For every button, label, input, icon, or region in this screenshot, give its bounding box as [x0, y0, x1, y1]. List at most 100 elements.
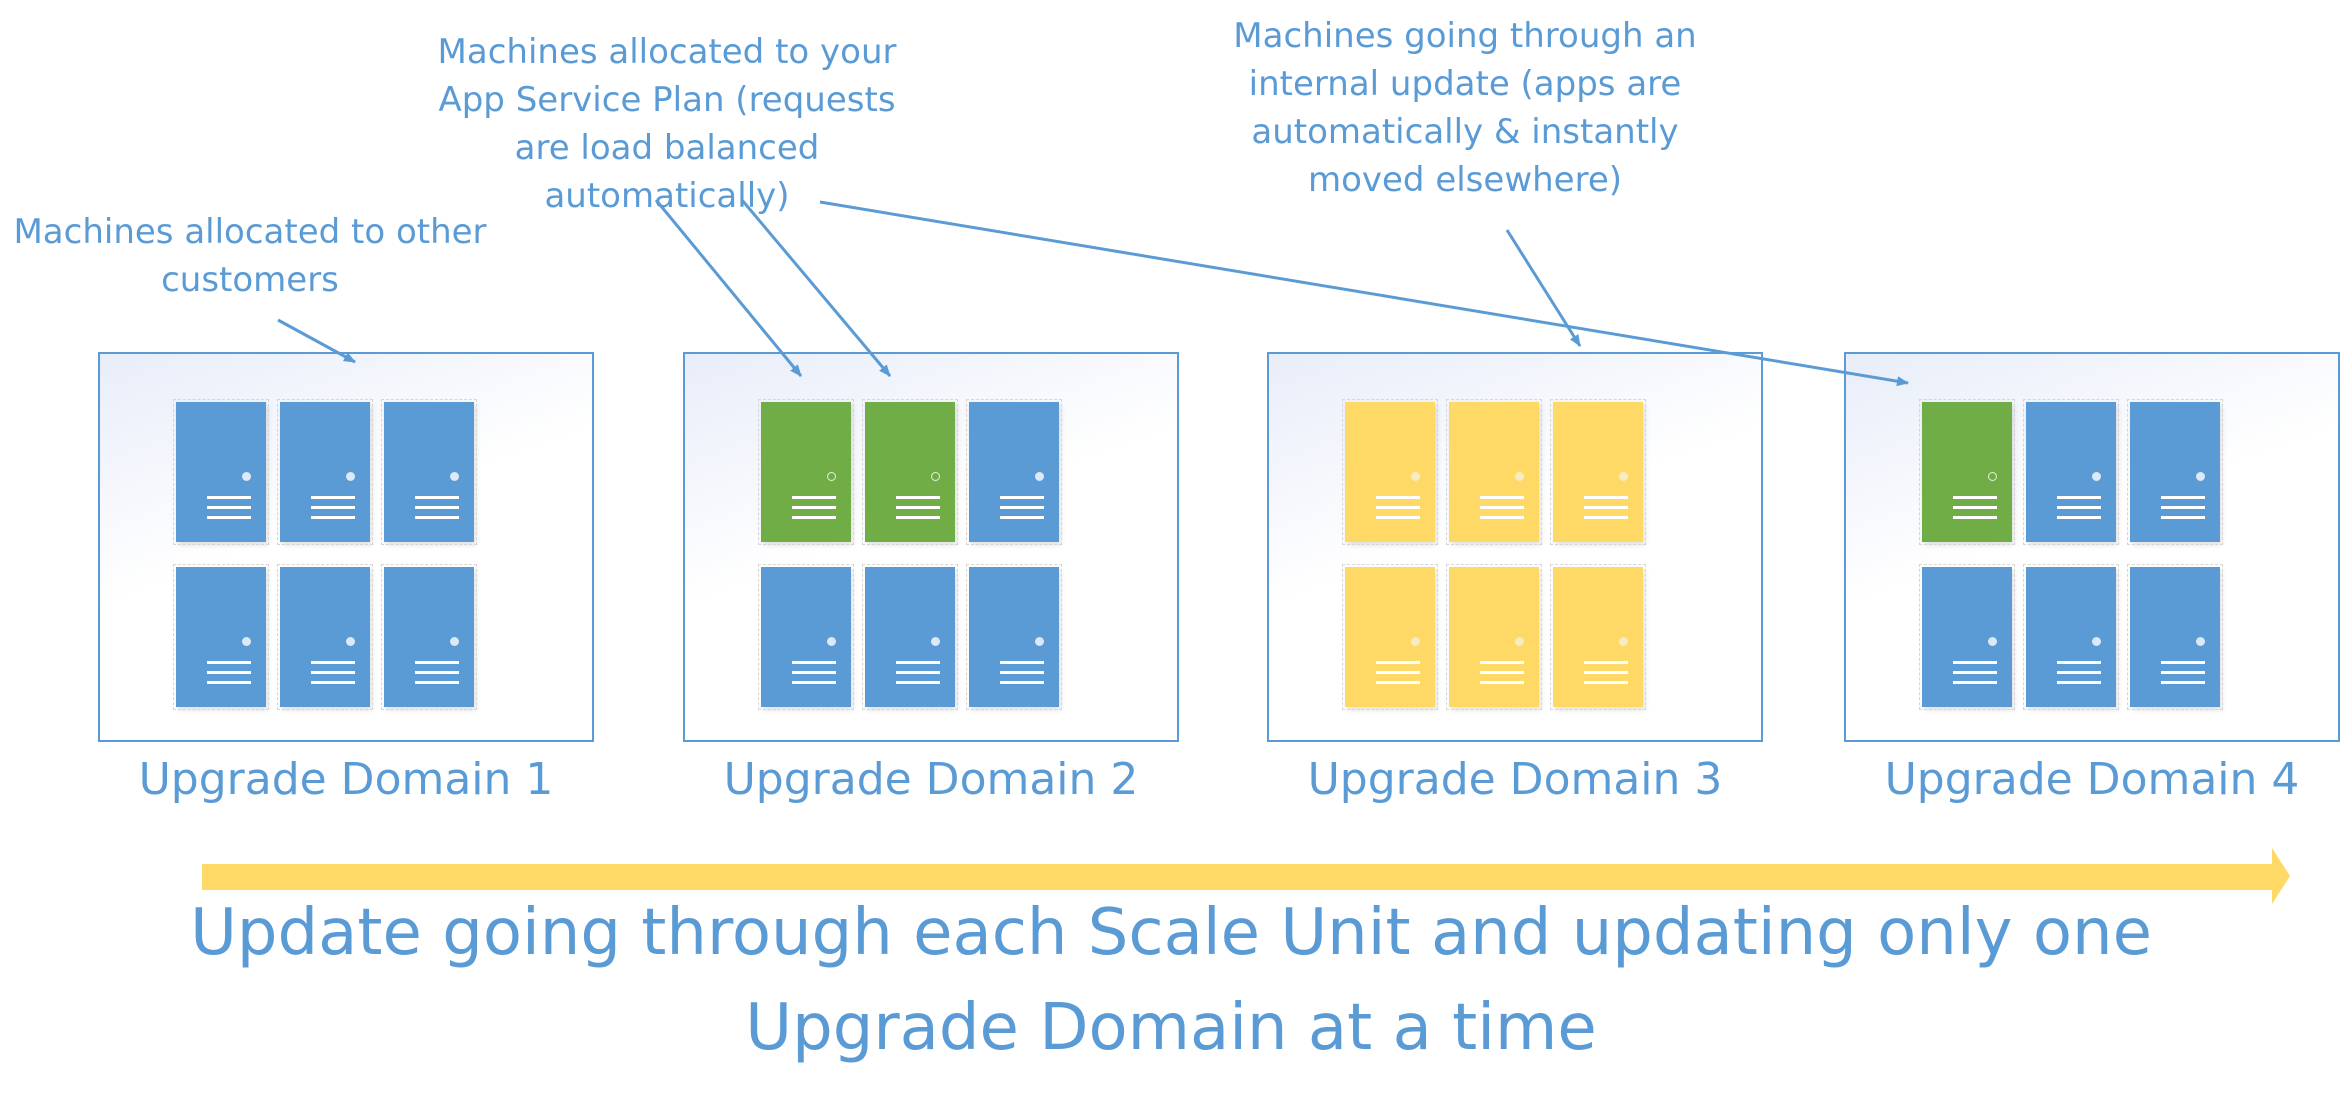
- arrow-plan-machine-1: [654, 199, 803, 377]
- server-status-led: [2092, 472, 2101, 481]
- callout-line: Machines allocated to other: [13, 212, 487, 252]
- server-vent-line: [2161, 516, 2205, 519]
- server-vent-line: [896, 671, 940, 674]
- server-status-led: [931, 637, 940, 646]
- server-slot: [1918, 563, 2022, 728]
- server-slot: [276, 563, 380, 728]
- server-slot: [965, 563, 1069, 728]
- server-vent-line: [1953, 496, 1997, 499]
- server-vent-line: [2057, 516, 2101, 519]
- server-vent-line: [415, 516, 459, 519]
- server-vent-line: [207, 516, 251, 519]
- server-slot: [2022, 563, 2126, 728]
- server-vent-line: [1000, 681, 1044, 684]
- server-slot: [1341, 398, 1445, 563]
- server-vent-line: [415, 671, 459, 674]
- server-vent-line: [1584, 496, 1628, 499]
- server-vent-line: [1000, 516, 1044, 519]
- server-slot: [965, 398, 1069, 563]
- server-vent-line: [311, 671, 355, 674]
- server-icon: [2023, 399, 2119, 545]
- server-icon: [2127, 399, 2223, 545]
- callout-line: are load balanced: [514, 128, 820, 168]
- server-icon: [2023, 564, 2119, 710]
- server-vent-line: [1376, 506, 1420, 509]
- callout-line: automatically & instantly: [1251, 112, 1679, 152]
- server-slot: [1549, 563, 1653, 728]
- server-vent-line: [792, 496, 836, 499]
- server-vent-line: [1376, 516, 1420, 519]
- server-slot: [1549, 398, 1653, 563]
- server-vent-line: [207, 671, 251, 674]
- server-vent-line: [1953, 671, 1997, 674]
- server-status-led: [1619, 472, 1628, 481]
- server-vent-line: [311, 661, 355, 664]
- server-vent-line: [2161, 661, 2205, 664]
- callout-line: App Service Plan (requests: [438, 80, 896, 120]
- server-vent-line: [2057, 506, 2101, 509]
- server-vent-line: [2161, 496, 2205, 499]
- server-status-led: [2196, 637, 2205, 646]
- server-vent-line: [311, 516, 355, 519]
- server-vent-line: [1584, 506, 1628, 509]
- server-vent-line: [2161, 671, 2205, 674]
- server-status-led: [827, 472, 836, 481]
- server-slot: [2022, 398, 2126, 563]
- server-slot: [380, 563, 484, 728]
- server-vent-line: [1000, 496, 1044, 499]
- server-icon: [381, 564, 477, 710]
- arrow-internal-update: [1505, 229, 1582, 347]
- callout-line: Machines allocated to your: [437, 32, 897, 72]
- server-vent-line: [415, 496, 459, 499]
- server-slot: [1445, 563, 1549, 728]
- server-vent-line: [1000, 506, 1044, 509]
- server-vent-line: [415, 506, 459, 509]
- server-icon: [277, 399, 373, 545]
- server-vent-line: [2057, 681, 2101, 684]
- server-icon: [381, 399, 477, 545]
- server-status-led: [1411, 472, 1420, 481]
- server-slot: [380, 398, 484, 563]
- callout-line: Machines going through an: [1233, 16, 1697, 56]
- server-grid: [757, 398, 1069, 728]
- server-icon: [1550, 399, 1646, 545]
- server-status-led: [242, 472, 251, 481]
- upgrade-domain-2-label: Upgrade Domain 2: [723, 754, 1139, 805]
- server-status-led: [2196, 472, 2205, 481]
- callout-internal-update: Machines going through an internal updat…: [1200, 12, 1730, 204]
- server-vent-line: [896, 661, 940, 664]
- server-vent-line: [1480, 516, 1524, 519]
- server-slot: [1445, 398, 1549, 563]
- server-vent-line: [1376, 661, 1420, 664]
- server-icon: [1342, 399, 1438, 545]
- server-icon: [1446, 399, 1542, 545]
- server-vent-line: [2057, 496, 2101, 499]
- server-icon: [1446, 564, 1542, 710]
- upgrade-domain-4-label: Upgrade Domain 4: [1884, 754, 2300, 805]
- server-vent-line: [1376, 496, 1420, 499]
- server-icon: [966, 564, 1062, 710]
- server-grid: [1341, 398, 1653, 728]
- server-status-led: [827, 637, 836, 646]
- arrow-other-customers: [277, 318, 356, 364]
- server-vent-line: [207, 506, 251, 509]
- server-vent-line: [1480, 681, 1524, 684]
- server-icon: [277, 564, 373, 710]
- server-grid: [1918, 398, 2230, 728]
- server-vent-line: [311, 506, 355, 509]
- server-status-led: [1035, 637, 1044, 646]
- server-vent-line: [2057, 661, 2101, 664]
- server-icon: [1919, 564, 2015, 710]
- callout-line: customers: [161, 260, 339, 300]
- server-vent-line: [1584, 661, 1628, 664]
- server-status-led: [1988, 472, 1997, 481]
- server-icon: [758, 399, 854, 545]
- callout-line: moved elsewhere): [1307, 160, 1623, 200]
- server-icon: [862, 399, 958, 545]
- server-status-led: [1411, 637, 1420, 646]
- server-vent-line: [1953, 516, 1997, 519]
- server-vent-line: [896, 496, 940, 499]
- server-status-led: [931, 472, 940, 481]
- upgrade-domain-1-label: Upgrade Domain 1: [138, 754, 554, 805]
- server-vent-line: [1376, 671, 1420, 674]
